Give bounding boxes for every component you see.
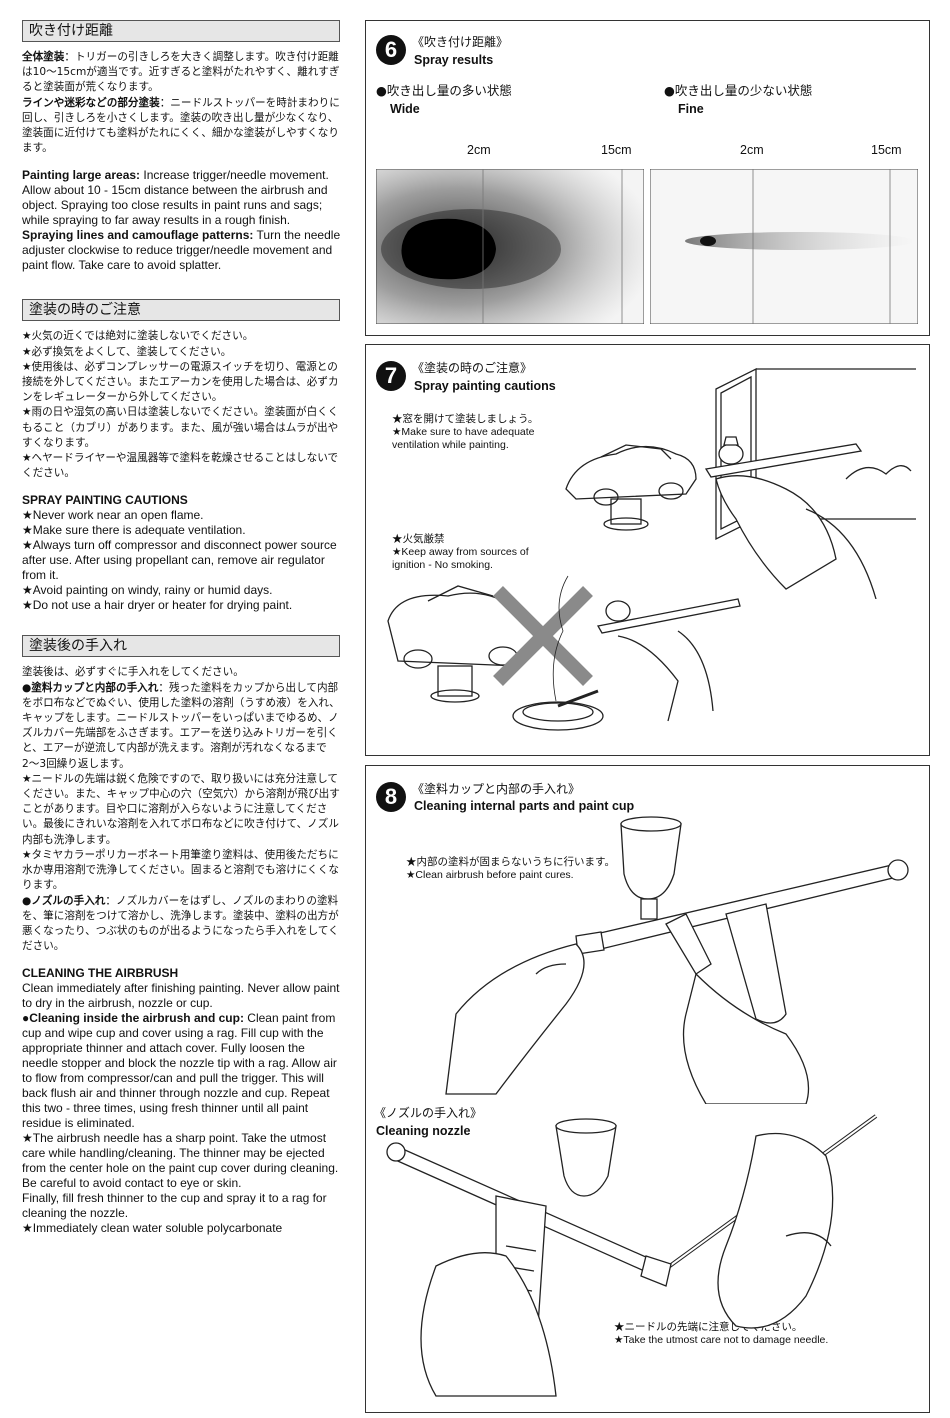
- nozzle-title-jp: 《ノズルの手入れ》: [374, 1106, 483, 1120]
- wide-spray-illustration: [376, 169, 644, 324]
- section-title-spray-distance: 吹き付け距離: [22, 20, 340, 42]
- no-smoking-illustration: [387, 575, 741, 731]
- fine-spray-illustration: [650, 169, 918, 324]
- cleaning-timing-note: ★内部の塗料が固まらないうちに行います。 ★Clean airbrush bef…: [406, 856, 615, 881]
- jp-nozzle-cleaning: ●ノズルの手入れ：ノズルカバーをはずし、ノズルのまわりの塗料を、筆に溶剤をつけて…: [22, 894, 339, 953]
- step-8-number: 8: [376, 782, 406, 812]
- step-8-title-jp: 《塗料カップと内部の手入れ》: [412, 782, 581, 796]
- fine-scale-15cm: 15cm: [871, 143, 902, 157]
- wide-scale-2cm: 2cm: [467, 143, 491, 157]
- section-title-cautions: 塗装の時のご注意: [22, 299, 340, 322]
- jp-caution-3: ★使用後は、必ずコンプレッサーの電源スイッチを切り、電源との接続を外してください…: [22, 360, 339, 404]
- jp-caution-5: ★ヘヤードライヤーや温風器等で塗料を乾燥させることはしないでください。: [22, 452, 339, 480]
- en-caution-4: ★Avoid painting on windy, rainy or humid…: [22, 583, 273, 598]
- ignition-note: ★火気厳禁 ★Keep away from sources of ignitio…: [392, 533, 529, 571]
- en-caution-5: ★Do not use a hair dryer or heater for d…: [22, 598, 293, 613]
- jp-caution-2: ★必ず換気をよくして、塗装してください。: [22, 345, 232, 358]
- jp-large-areas: 全体塗装：トリガーの引きしろを大きく調整します。吹き付け距離は10〜15cmが適…: [22, 51, 340, 94]
- en-caution-3: ★Always turn off compressor and disconne…: [22, 538, 337, 583]
- cup-cleaning-illustration: [445, 816, 909, 1104]
- step-7-number: 7: [376, 361, 406, 391]
- en-large-areas: Painting large areas: Increase trigger/n…: [22, 168, 329, 228]
- fine-label-en: Fine: [678, 102, 704, 116]
- wide-label-jp: ●吹き出し量の多い状態: [376, 83, 512, 98]
- left-column: 吹き付け距離 全体塗装：トリガーの引きしろを大きく調整します。吹き付け距離は10…: [22, 20, 344, 1236]
- en-needle-warning: ★The airbrush needle has a sharp point. …: [22, 1131, 339, 1191]
- step-7-panel: 7 《塗装の時のご注意》 Spray painting cautions ★窓を…: [365, 344, 930, 756]
- jp-polycarbonate-note: ★タミヤカラーポリカーボネート用筆塗り塗料は、使用後ただちに水か専用溶剤で洗浄し…: [22, 848, 339, 892]
- en-cautions-title: SPRAY PAINTING CAUTIONS: [22, 493, 188, 508]
- en-final-flush: Finally, fill fresh thinner to the cup a…: [22, 1191, 327, 1221]
- step-6-panel: 6 《吹き付け距離》 Spray results ●吹き出し量の多い状態 Wid…: [365, 20, 930, 336]
- jp-caution-1: ★火気の近くでは絶対に塗装しないでください。: [22, 330, 254, 343]
- jp-after-care-intro: 塗装後は、必ずすぐに手入れをしてください。: [22, 666, 244, 679]
- wide-scale-15cm: 15cm: [601, 143, 632, 157]
- fine-label-jp: ●吹き出し量の少ない状態: [664, 83, 813, 98]
- step-7-title-en: Spray painting cautions: [414, 379, 556, 393]
- jp-lines-camouflage: ラインや迷彩などの部分塗装：ニードルストッパーを時計まわりに回し、引きしろを小さ…: [22, 96, 340, 155]
- step-8-panel: 8 《塗料カップと内部の手入れ》 Cleaning internal parts…: [365, 765, 930, 1413]
- step-8-title-en: Cleaning internal parts and paint cup: [414, 799, 635, 813]
- wide-label-en: Wide: [390, 102, 420, 116]
- nozzle-title-en: Cleaning nozzle: [376, 1124, 471, 1138]
- step-6-title-jp: 《吹き付け距離》: [412, 35, 509, 49]
- en-cleaning-intro: Clean immediately after finishing painti…: [22, 981, 340, 1011]
- jp-needle-warning: ★ニードルの先端は鋭く危険ですので、取り扱いには充分注意してください。また、キャ…: [22, 772, 340, 846]
- ventilation-illustration: [565, 367, 916, 599]
- en-polycarbonate-note: ★Immediately clean water soluble polycar…: [22, 1221, 283, 1236]
- en-caution-1: ★Never work near an open flame.: [22, 508, 204, 523]
- fine-scale-2cm: 2cm: [740, 143, 764, 157]
- step-7-title-jp: 《塗装の時のご注意》: [412, 361, 533, 375]
- en-caution-2: ★Make sure there is adequate ventilation…: [22, 523, 246, 538]
- en-cup-cleaning: ●Cleaning inside the airbrush and cup: C…: [22, 1011, 337, 1131]
- ventilation-note: ★窓を開けて塗装しましょう。 ★Make sure to have adequa…: [392, 413, 539, 451]
- en-lines-camouflage: Spraying lines and camouflage patterns: …: [22, 228, 341, 273]
- section-title-after-care: 塗装後の手入れ: [22, 635, 340, 658]
- nozzle-cleaning-illustration: [386, 1114, 878, 1397]
- jp-cup-cleaning: ●塗料カップと内部の手入れ：残った塗料をカップから出して内部をボロ布などでぬぐい…: [22, 681, 340, 770]
- step-6-number: 6: [376, 35, 406, 65]
- step-6-title-en: Spray results: [414, 53, 494, 67]
- jp-caution-4: ★雨の日や湿気の高い日は塗装しないでください。塗装面が白くくもること（カブリ）が…: [22, 406, 339, 449]
- en-cleaning-title: CLEANING THE AIRBRUSH: [22, 966, 179, 981]
